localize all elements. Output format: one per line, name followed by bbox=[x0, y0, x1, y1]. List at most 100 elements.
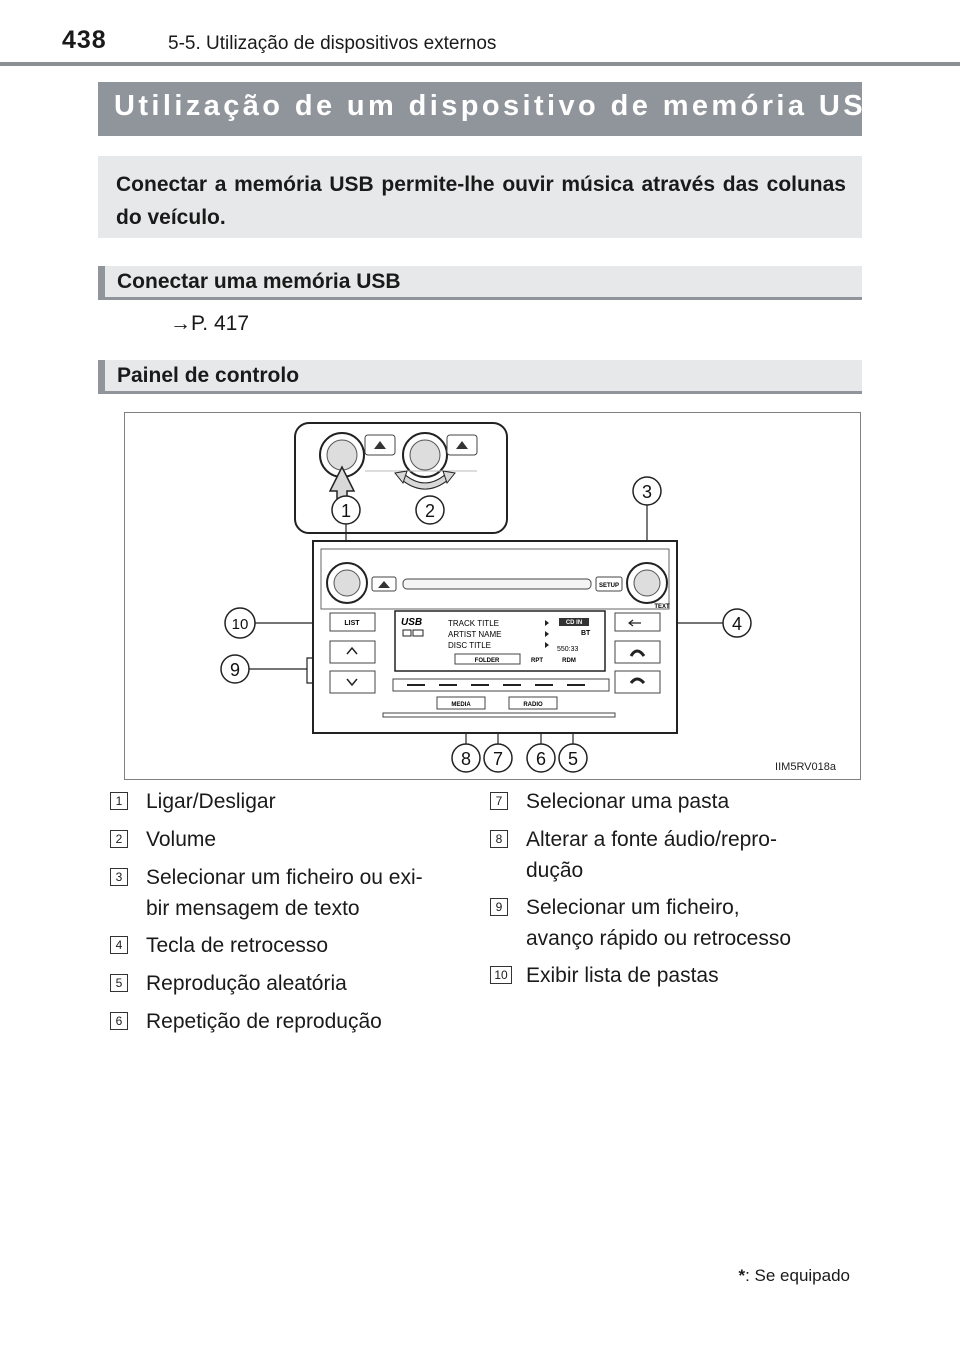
legend-number: 1 bbox=[110, 792, 128, 810]
callout-3 bbox=[632, 476, 662, 506]
display-mode: USB bbox=[401, 617, 422, 628]
legend-text: Volume bbox=[146, 824, 216, 855]
heading-connect-usb-text: Conectar uma memória USB bbox=[117, 270, 401, 293]
soft-key-strip bbox=[392, 678, 610, 692]
media-button bbox=[436, 696, 486, 710]
callout-1 bbox=[331, 495, 361, 525]
title-marker: * bbox=[890, 86, 898, 106]
callout-7-label: 7 bbox=[493, 749, 503, 769]
legend-number: 5 bbox=[110, 974, 128, 992]
callout-5-label: 5 bbox=[568, 749, 578, 769]
heading-control-panel: Painel de controlo bbox=[98, 360, 862, 394]
callout-5 bbox=[558, 743, 588, 773]
callout-8-label: 8 bbox=[461, 749, 471, 769]
page-title-text: Utilização de um dispositivo de memória … bbox=[114, 90, 891, 122]
figure-code: IIM5RV018a bbox=[775, 761, 836, 773]
rotate-arrow-icon bbox=[394, 470, 408, 485]
callout-10 bbox=[224, 607, 256, 639]
intro-text: Conectar a memória USB permite-lhe ouvir… bbox=[116, 173, 846, 229]
callout-2-label: 2 bbox=[425, 501, 435, 521]
legend-line: Tecla de retrocesso bbox=[146, 934, 329, 957]
footnote: *: Se equipado bbox=[738, 1266, 850, 1286]
callout-9-label: 9 bbox=[230, 660, 240, 680]
footnote-text: : Se equipado bbox=[745, 1266, 850, 1285]
callout-2 bbox=[415, 495, 445, 525]
legend-line: Volume bbox=[146, 828, 217, 851]
legend-line: Alterar a fonte áudio/repro- bbox=[526, 828, 777, 851]
radio-label: RADIO bbox=[523, 702, 543, 708]
section-title: 5-5. Utilização de dispositivos externos bbox=[168, 33, 497, 54]
legend-right-column: 7 Selecionar uma pasta 8 Alterar a fonte… bbox=[490, 790, 850, 1010]
legend-number: 10 bbox=[490, 966, 512, 984]
cd-in-badge bbox=[559, 618, 589, 626]
callout-4 bbox=[722, 608, 752, 638]
cd-in-label: CD IN bbox=[566, 620, 582, 626]
legend-line: Ligar/Desligar bbox=[146, 790, 276, 813]
list-button bbox=[329, 612, 376, 632]
legend-text: Repetição de reprodução bbox=[146, 1006, 382, 1037]
legend-line: bir mensagem de texto bbox=[146, 897, 360, 920]
legend-number: 7 bbox=[490, 792, 508, 810]
legend-left-column: 1 Ligar/Desligar 2 Volume 3 Selecionar u… bbox=[110, 790, 450, 1050]
legend-line: dução bbox=[526, 859, 584, 882]
intro-box: Conectar a memória USB permite-lhe ouvir… bbox=[98, 156, 862, 238]
legend-text: Ligar/Desligar bbox=[146, 786, 276, 817]
phone-hangup-button bbox=[614, 670, 661, 694]
callout-9 bbox=[220, 654, 250, 684]
page-title: Utilização de um dispositivo de memória … bbox=[114, 86, 897, 123]
seek-down-button bbox=[329, 670, 376, 694]
legend-text: Exibir lista de pastas bbox=[526, 960, 719, 991]
legend-text: Selecionar um ficheiro, avanço rápido ou … bbox=[526, 892, 791, 954]
callout-6 bbox=[526, 743, 556, 773]
legend-line: Selecionar um ficheiro ou exi- bbox=[146, 866, 423, 889]
display-time: 550:33 bbox=[557, 646, 579, 653]
legend-number: 3 bbox=[110, 868, 128, 886]
legend-line: avanço rápido ou retrocesso bbox=[526, 927, 791, 950]
disc-slot bbox=[402, 578, 592, 590]
setup-button bbox=[595, 576, 623, 592]
text-label: TEXT bbox=[654, 604, 670, 610]
legend-text: Selecionar um ficheiro ou exi-bir mensag… bbox=[146, 862, 423, 924]
page-number: 438 bbox=[62, 26, 107, 54]
callout-3-label: 3 bbox=[642, 482, 652, 502]
callout-4-label: 4 bbox=[732, 614, 742, 634]
back-button bbox=[614, 612, 661, 632]
setup-label: SETUP bbox=[599, 583, 619, 589]
display-rpt: RPT bbox=[531, 658, 543, 664]
list-label: LIST bbox=[344, 620, 360, 627]
display-disc: DISC TITLE bbox=[448, 641, 491, 650]
heading-connect-usb: Conectar uma memória USB bbox=[98, 266, 862, 300]
push-arrow-icon bbox=[328, 465, 356, 500]
callout-6-label: 6 bbox=[536, 749, 546, 769]
control-panel-figure: SETUP TEXT LIST USB TRACK TITLE ARTIST N… bbox=[124, 412, 861, 780]
legend-line: Selecionar um ficheiro, bbox=[526, 896, 740, 919]
heading-control-panel-text: Painel de controlo bbox=[117, 364, 300, 387]
display-track: TRACK TITLE bbox=[448, 619, 499, 628]
legend-line: Exibir lista de pastas bbox=[526, 964, 719, 987]
legend-number: 8 bbox=[490, 830, 508, 848]
legend-line: Selecionar uma pasta bbox=[526, 790, 730, 813]
legend-text: Reprodução aleatória bbox=[146, 968, 347, 999]
title-bar: Utilização de um dispositivo de memória … bbox=[98, 82, 897, 136]
callout-8 bbox=[451, 743, 481, 773]
footnote-marker: * bbox=[738, 1266, 746, 1285]
bt-label: BT bbox=[581, 630, 591, 637]
legend-number: 6 bbox=[110, 1012, 128, 1030]
radio-button bbox=[508, 696, 558, 710]
callout-7 bbox=[483, 743, 513, 773]
legend-line: Reprodução aleatória bbox=[146, 972, 347, 995]
legend-number: 4 bbox=[110, 936, 128, 954]
page-reference: →P. 417 bbox=[170, 312, 250, 335]
seek-up-button bbox=[329, 640, 376, 664]
display-folder: FOLDER bbox=[475, 658, 500, 664]
callout-1-label: 1 bbox=[341, 501, 351, 521]
callout-10-label: 10 bbox=[232, 616, 249, 633]
legend-text: Selecionar uma pasta bbox=[526, 786, 729, 817]
header-rule bbox=[0, 62, 960, 66]
legend-text: Tecla de retrocesso bbox=[146, 930, 328, 961]
legend-number: 9 bbox=[490, 898, 508, 916]
audio-unit-illustration: SETUP TEXT LIST USB TRACK TITLE ARTIST N… bbox=[220, 422, 752, 773]
display-rdm: RDM bbox=[562, 658, 576, 664]
display-artist: ARTIST NAME bbox=[448, 630, 502, 639]
legend-text: Alterar a fonte áudio/repro-dução bbox=[526, 824, 777, 886]
